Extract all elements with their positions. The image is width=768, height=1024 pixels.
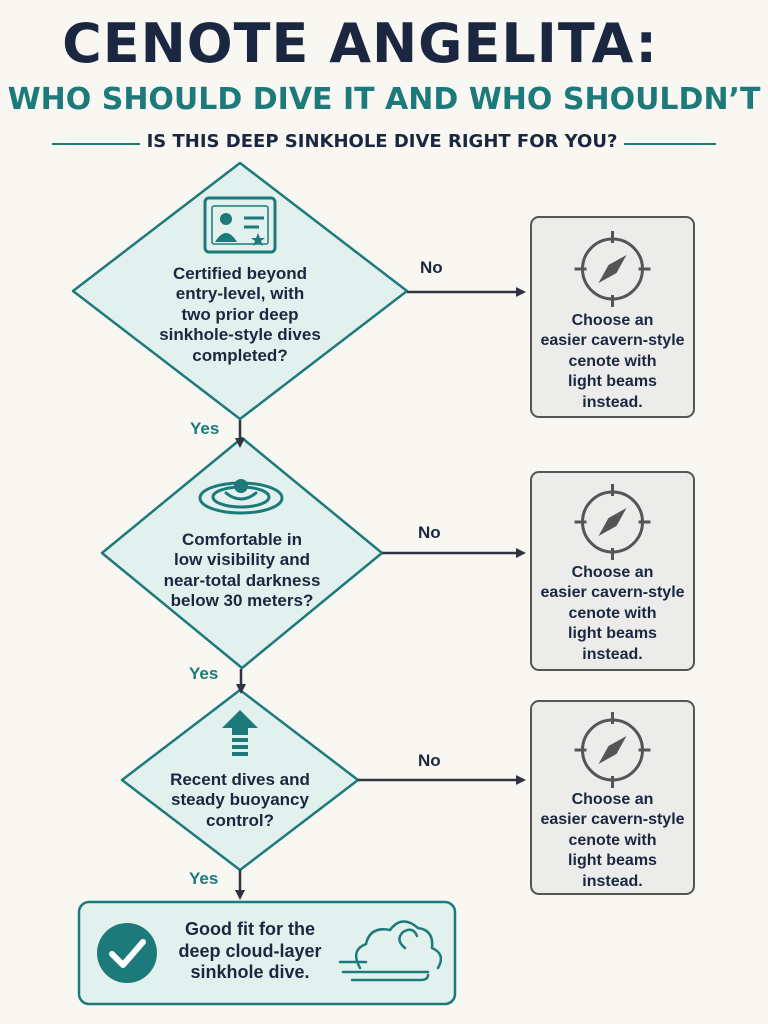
compass-icon <box>574 712 651 788</box>
no-label-1: No <box>420 258 443 277</box>
alternative-text-3: Choose an easier cavern-style cenote with l… <box>531 790 694 892</box>
question-line: sinkhole-style dives <box>159 325 321 345</box>
page-subtitle: WHO SHOULD DIVE IT AND WHO SHOULDN’T <box>7 82 761 117</box>
intro-question: IS THIS DEEP SINKHOLE DIVE RIGHT FOR YOU… <box>146 131 618 152</box>
certification-card-icon <box>203 196 277 254</box>
alternative-text-1: Choose an easier cavern-style cenote with l… <box>531 311 694 413</box>
result-node <box>77 900 457 1006</box>
up-arrow-icon <box>222 710 258 756</box>
question-line: two prior deep <box>181 304 299 324</box>
question-line: completed? <box>192 345 288 365</box>
alternative-line: light beams <box>568 852 657 870</box>
yes-label-1: Yes <box>190 419 220 438</box>
connectors <box>235 287 526 900</box>
alternative-node-3 <box>530 700 695 895</box>
decision-diamond <box>71 161 409 421</box>
alternative-line: instead. <box>582 393 643 411</box>
question-line: low visibility and <box>173 550 311 570</box>
no-label-2: No <box>418 523 441 542</box>
result-line: Good fit for the <box>185 919 315 939</box>
alternative-line: light beams <box>568 373 657 391</box>
alternative-line: easier cavern-style <box>540 811 685 829</box>
alternative-node-2 <box>530 471 695 671</box>
page-title: CENOTE ANGELITA: <box>62 12 658 75</box>
alternative-line: Choose an <box>571 564 654 581</box>
question-line: control? <box>206 810 274 830</box>
divider-right <box>624 143 716 145</box>
alternative-line: easier cavern-style <box>540 332 685 350</box>
question-line: steady buoyancy <box>171 790 309 810</box>
alternative-line: Choose an <box>571 312 654 329</box>
question-line: Recent dives and <box>170 770 310 789</box>
yes-label-2: Yes <box>189 664 219 683</box>
question-line: near-total darkness <box>163 570 321 590</box>
result-line: deep cloud-layer <box>178 940 322 961</box>
cloud-icon <box>338 920 443 982</box>
ripples-icon <box>198 479 284 515</box>
divider-left <box>52 143 140 145</box>
checkmark-icon <box>97 923 157 983</box>
alternative-line: easier cavern-style <box>540 584 685 602</box>
alternative-line: instead. <box>582 872 643 890</box>
alternative-line: cenote with <box>568 352 657 370</box>
decision-diamond <box>100 436 384 670</box>
alternative-box <box>530 700 695 895</box>
question-node-1 <box>71 161 409 421</box>
question-line: Certified beyond <box>172 264 308 283</box>
alternative-line: instead. <box>582 645 643 663</box>
yes-label-3: Yes <box>189 869 219 888</box>
compass-icon <box>574 231 651 307</box>
alternative-line: Choose an <box>571 791 654 808</box>
alternative-node-1 <box>530 216 695 418</box>
result-box <box>77 900 457 1006</box>
alternative-box <box>530 471 695 671</box>
alternative-box <box>530 216 695 418</box>
question-node-2 <box>100 436 384 670</box>
alternative-line: light beams <box>568 625 657 643</box>
compass-icon <box>574 484 651 560</box>
alternative-line: cenote with <box>568 831 657 849</box>
alternative-line: cenote with <box>568 604 657 622</box>
no-label-3: No <box>418 751 441 770</box>
question-line: Comfortable in <box>182 530 302 549</box>
alternative-text-2: Choose an easier cavern-style cenote with l… <box>531 563 694 665</box>
result-line: sinkhole dive. <box>190 962 310 983</box>
question-line: below 30 meters? <box>170 591 314 611</box>
question-line: entry-level, with <box>175 284 305 304</box>
